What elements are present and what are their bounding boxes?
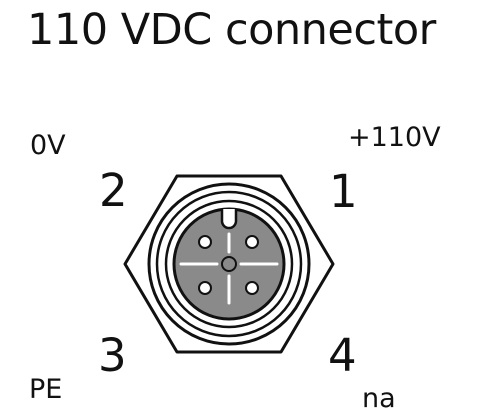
connector-thread-ring xyxy=(164,199,294,329)
pin-2-contact xyxy=(198,235,212,249)
pin-2-signal-label: 0V xyxy=(30,130,66,161)
diagram-title: 110 VDC connector xyxy=(27,5,436,55)
pin-3-number-label: 3 xyxy=(98,329,127,382)
pin-1-signal-label: +110V xyxy=(348,122,441,153)
connector-insert-cross xyxy=(179,232,279,305)
connector-hex-nut xyxy=(123,174,335,354)
pin-4-contact xyxy=(245,281,259,295)
pin-1-number-label: 1 xyxy=(329,165,358,218)
connector-center-mark xyxy=(221,256,237,272)
pin-4-signal-label: na xyxy=(362,383,396,414)
pin-1-contact xyxy=(245,235,259,249)
pin-3-contact xyxy=(198,281,212,295)
connector-inner-ring xyxy=(155,190,303,338)
pin-2-number-label: 2 xyxy=(99,164,128,217)
pin-3-signal-label: PE xyxy=(29,374,63,405)
pin-4-number-label: 4 xyxy=(328,329,357,382)
connector-coding-key xyxy=(220,209,238,230)
connector-coupling-ring xyxy=(147,182,311,346)
